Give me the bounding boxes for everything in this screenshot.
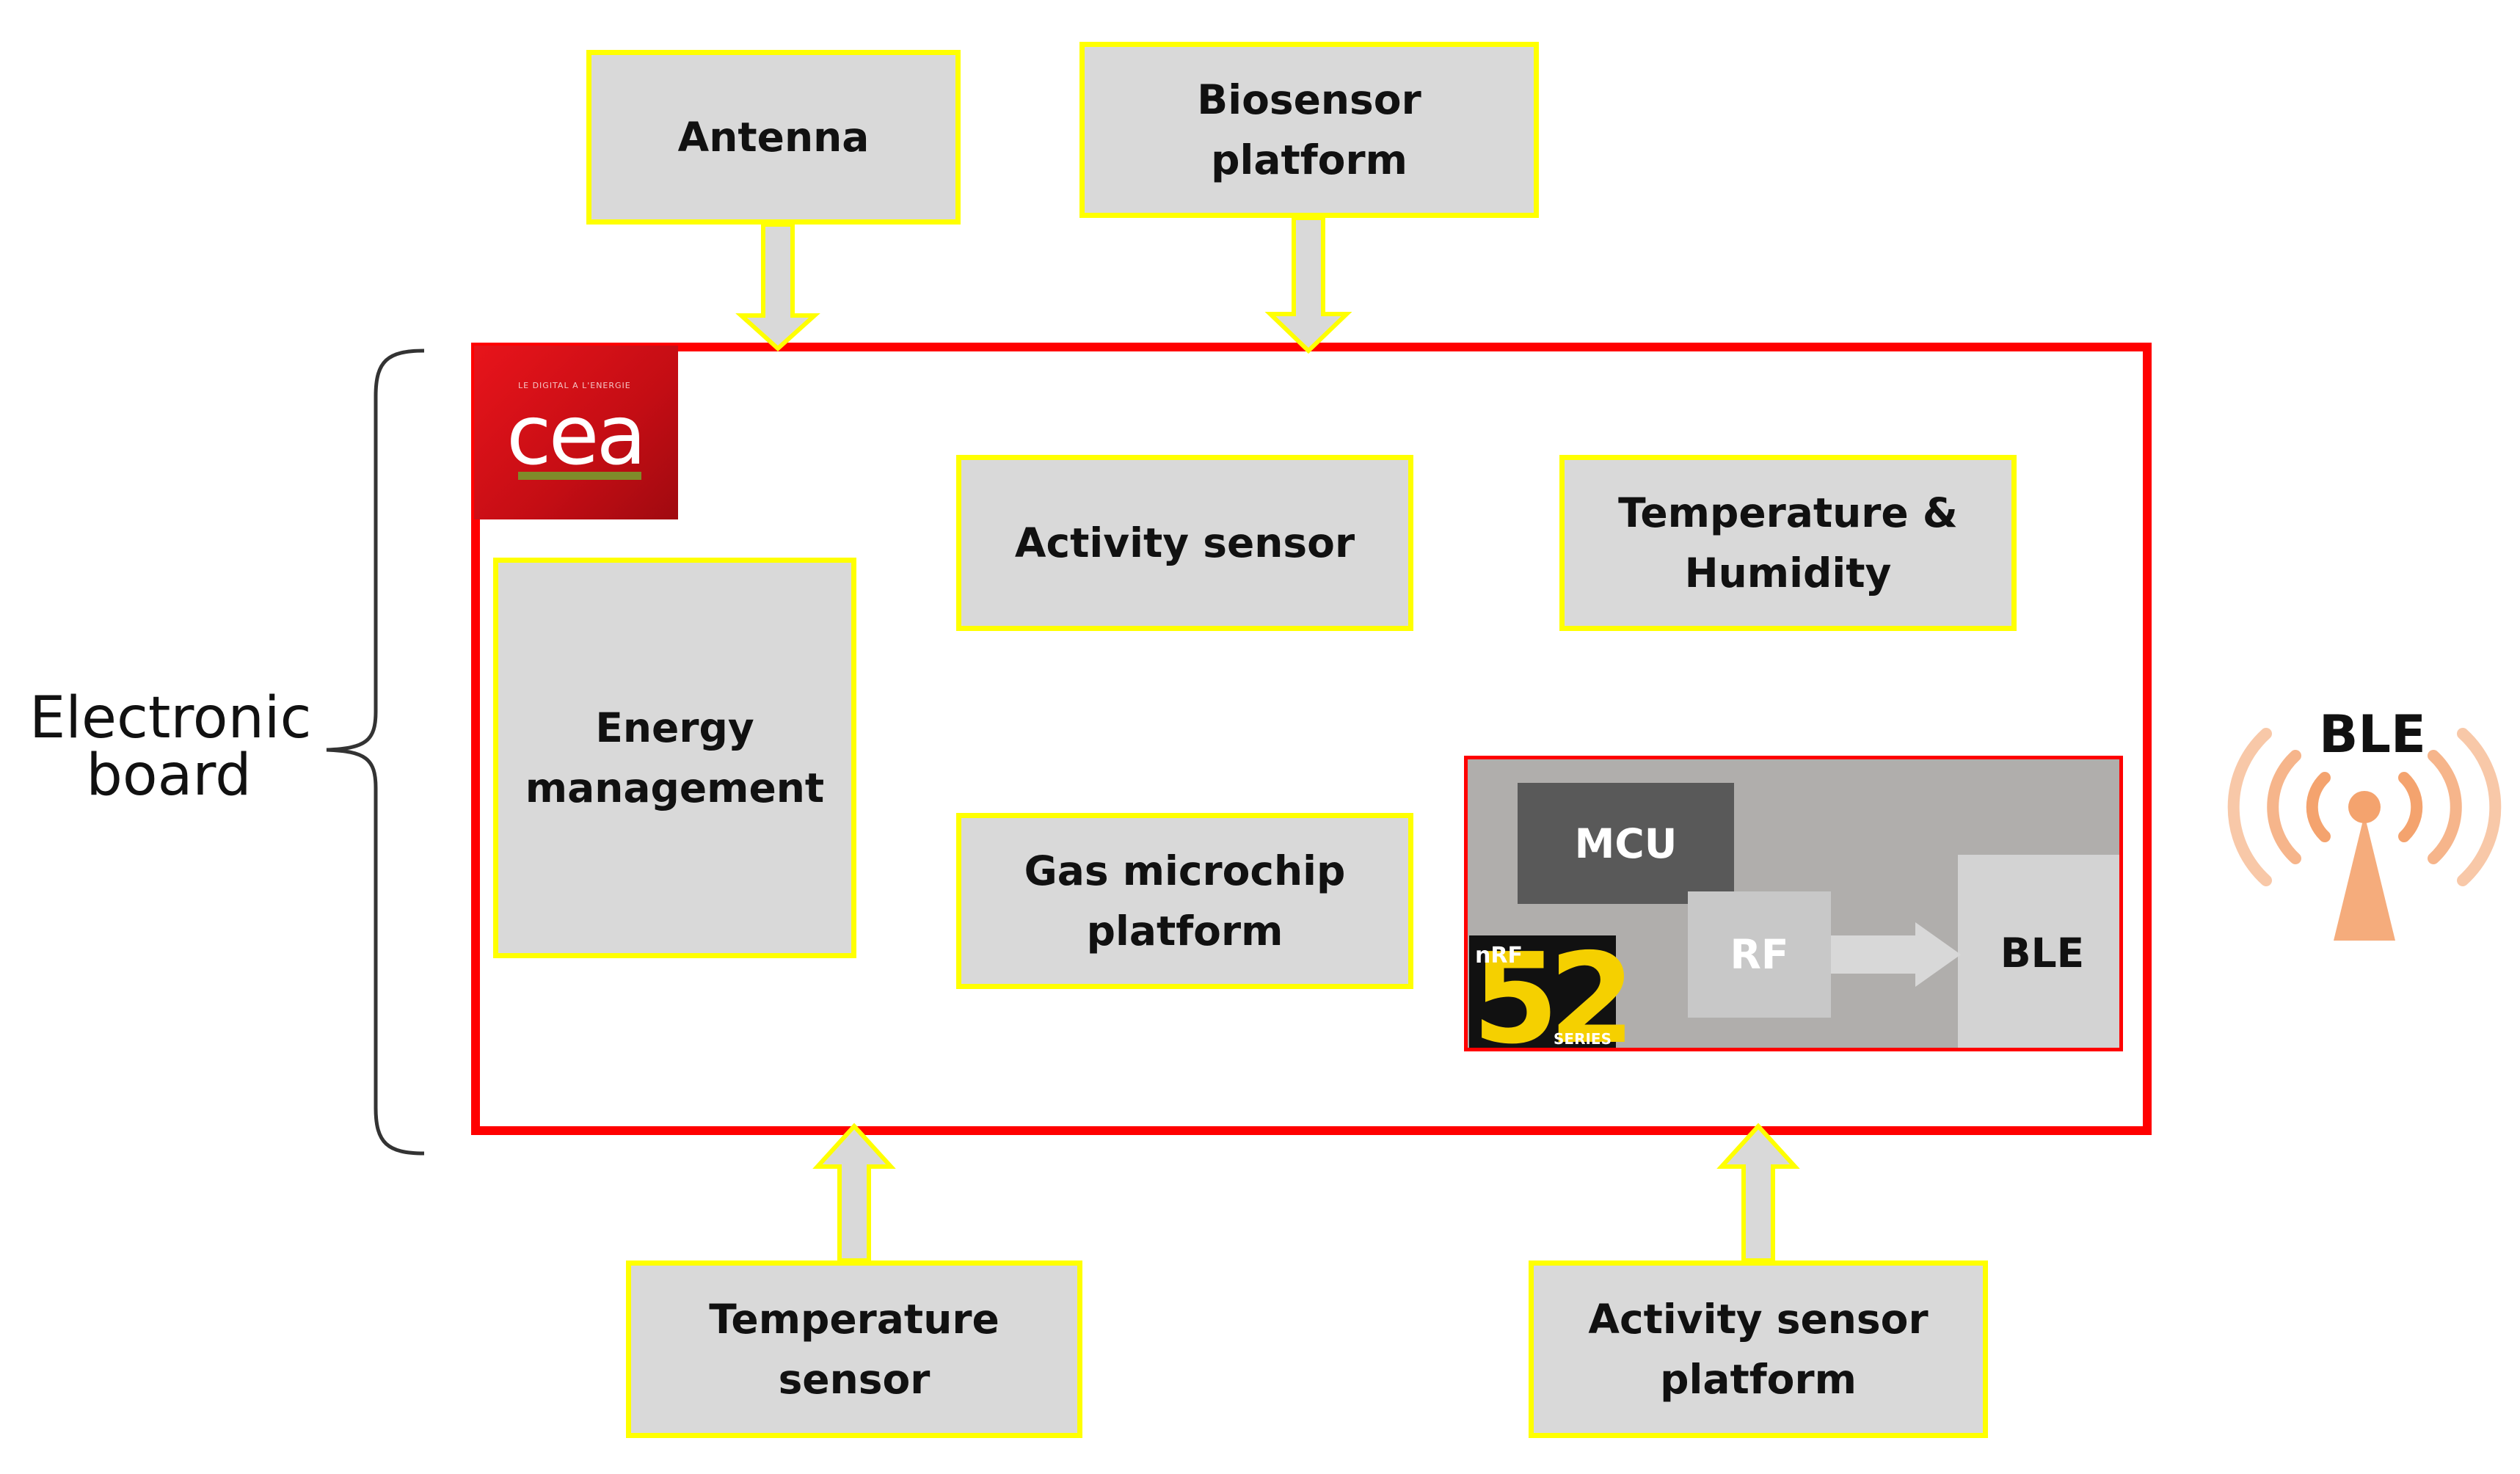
nrf-number: 52 bbox=[1472, 927, 1636, 1051]
board-brace bbox=[326, 349, 425, 1156]
gas-microchip-block: Gas microchip platform bbox=[956, 813, 1413, 989]
cea-logo: LE DIGITAL A L'ENERGIE cea bbox=[474, 346, 678, 519]
energy-line1: Energy bbox=[595, 704, 754, 751]
rf-block: RF bbox=[1688, 891, 1831, 1018]
activity-sensor-platform-block: Activity sensor platform bbox=[1529, 1260, 1988, 1438]
energy-management-block: Energy management bbox=[493, 558, 856, 958]
ble-block: BLE bbox=[1958, 855, 2119, 1048]
nrf52-module: MCU BLE RF 52 nRF SERIES bbox=[1464, 756, 2123, 1051]
energy-line2: management bbox=[525, 765, 825, 811]
temperature-sensor-line2: sensor bbox=[778, 1356, 931, 1403]
antenna-block: Antenna bbox=[586, 50, 961, 225]
gas-line1: Gas microchip bbox=[1024, 847, 1346, 894]
biosensor-label-line2: platform bbox=[1211, 136, 1408, 183]
electronic-board-label-line1: Electronic bbox=[29, 685, 312, 751]
activity-platform-line2: platform bbox=[1660, 1356, 1857, 1403]
cea-logo-tagline: LE DIGITAL A L'ENERGIE bbox=[518, 381, 631, 390]
electronic-board-label-line2: board bbox=[86, 743, 252, 809]
nrf-series: SERIES bbox=[1554, 1030, 1612, 1048]
temperature-sensor-arrow bbox=[812, 1123, 896, 1263]
biosensor-platform-block: Biosensor platform bbox=[1079, 42, 1539, 218]
antenna-arrow bbox=[735, 222, 820, 352]
temperature-sensor-block: Temperature sensor bbox=[626, 1260, 1082, 1438]
activity-sensor-label: Activity sensor bbox=[1014, 519, 1355, 566]
antenna-label: Antenna bbox=[677, 113, 870, 161]
activity-platform-line1: Activity sensor bbox=[1588, 1295, 1929, 1343]
temp-humidity-line2: Humidity bbox=[1684, 550, 1892, 596]
nrf-prefix: nRF bbox=[1475, 943, 1523, 968]
biosensor-label-line1: Biosensor bbox=[1197, 76, 1421, 123]
ble-wireless-label: BLE bbox=[2319, 704, 2426, 765]
activity-platform-arrow bbox=[1716, 1123, 1800, 1263]
mcu-block: MCU bbox=[1518, 783, 1734, 904]
temperature-humidity-block: Temperature & Humidity bbox=[1559, 455, 2017, 631]
cea-logo-text: cea bbox=[506, 388, 647, 484]
biosensor-arrow bbox=[1264, 216, 1352, 354]
temperature-sensor-line1: Temperature bbox=[709, 1295, 999, 1343]
rf-to-ble-arrow bbox=[1831, 922, 1961, 987]
cea-logo-bar bbox=[518, 472, 641, 480]
gas-line2: platform bbox=[1086, 908, 1283, 955]
ble-signal-icon bbox=[2227, 728, 2502, 941]
electronic-board-label: Electronic board bbox=[29, 685, 312, 809]
nrf52-logo: 52 nRF SERIES bbox=[1469, 935, 1636, 1048]
temp-humidity-line1: Temperature & bbox=[1618, 489, 1958, 536]
activity-sensor-block: Activity sensor bbox=[956, 455, 1413, 631]
